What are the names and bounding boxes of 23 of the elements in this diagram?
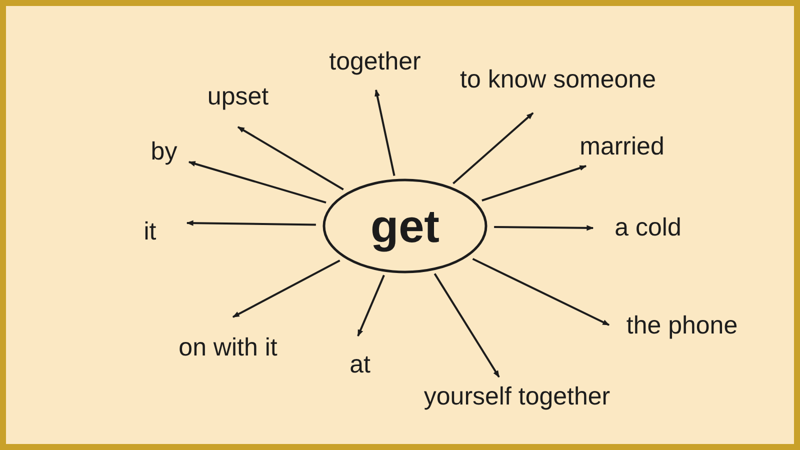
arrow xyxy=(186,220,316,226)
word-label: at xyxy=(350,350,370,380)
arrow xyxy=(482,165,587,202)
word-label: a cold xyxy=(614,214,682,242)
arrow xyxy=(188,161,326,204)
arrow xyxy=(374,89,396,176)
word-label: yourself together xyxy=(424,382,610,412)
word-label: upset xyxy=(207,82,269,112)
arrow xyxy=(452,112,534,184)
arrow xyxy=(472,258,610,326)
arrow xyxy=(237,126,344,190)
word-label: married xyxy=(580,132,664,162)
arrow xyxy=(232,260,340,318)
arrow xyxy=(357,274,385,337)
word-label: together xyxy=(329,48,421,76)
word-label: it xyxy=(144,218,156,246)
word-label: on with it xyxy=(178,334,278,362)
word-label: the phone xyxy=(626,312,738,340)
word-label: by xyxy=(150,138,178,166)
arrow xyxy=(494,225,594,231)
arrow xyxy=(434,273,500,378)
word-label: to know someone xyxy=(460,66,656,94)
center-word: get xyxy=(370,199,440,253)
